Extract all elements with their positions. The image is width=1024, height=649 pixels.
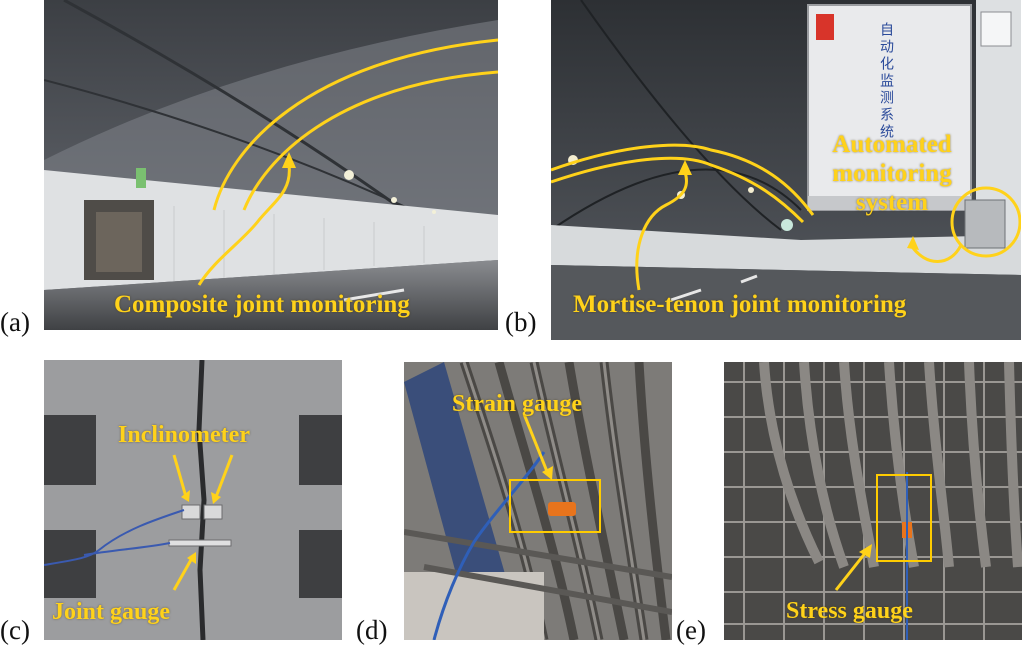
photo-panel-a (44, 0, 498, 330)
strain-gauge-photo (404, 362, 672, 640)
photo-panel-b: 自动化监测系统 (551, 0, 1021, 340)
panel-label-b: (b) (505, 307, 537, 337)
tunnel-photo-b (551, 0, 1021, 340)
tunnel-photo-a (44, 0, 498, 330)
stress-gauge-photo (724, 362, 1022, 640)
stress-gauge-caption: Stress gauge (786, 598, 913, 624)
mortise-tenon-caption: Mortise-tenon joint monitoring (573, 291, 907, 318)
inclinometer-caption: Inclinometer (118, 422, 250, 448)
strain-gauge-caption: Strain gauge (452, 391, 583, 417)
joint-gauge-caption: Joint gauge (52, 599, 171, 625)
automated-monitoring-system-caption: Automated monitoring system (812, 130, 972, 217)
system-caption-line-2: monitoring (832, 160, 952, 187)
panel-label-c: (c) (0, 615, 30, 645)
panel-label-e: (e) (676, 615, 706, 645)
segment-joint-photo (44, 360, 342, 640)
composite-joint-caption: Composite joint monitoring (114, 291, 410, 318)
photo-panel-e (724, 362, 1022, 640)
panel-label-d: (d) (356, 615, 388, 645)
system-caption-line-1: Automated (832, 131, 952, 158)
photo-panel-d (404, 362, 672, 640)
panel-label-a: (a) (0, 307, 30, 337)
cabinet-text: 自动化监测系统 (878, 22, 894, 141)
photo-panel-c (44, 360, 342, 640)
system-caption-line-3: system (855, 189, 929, 216)
